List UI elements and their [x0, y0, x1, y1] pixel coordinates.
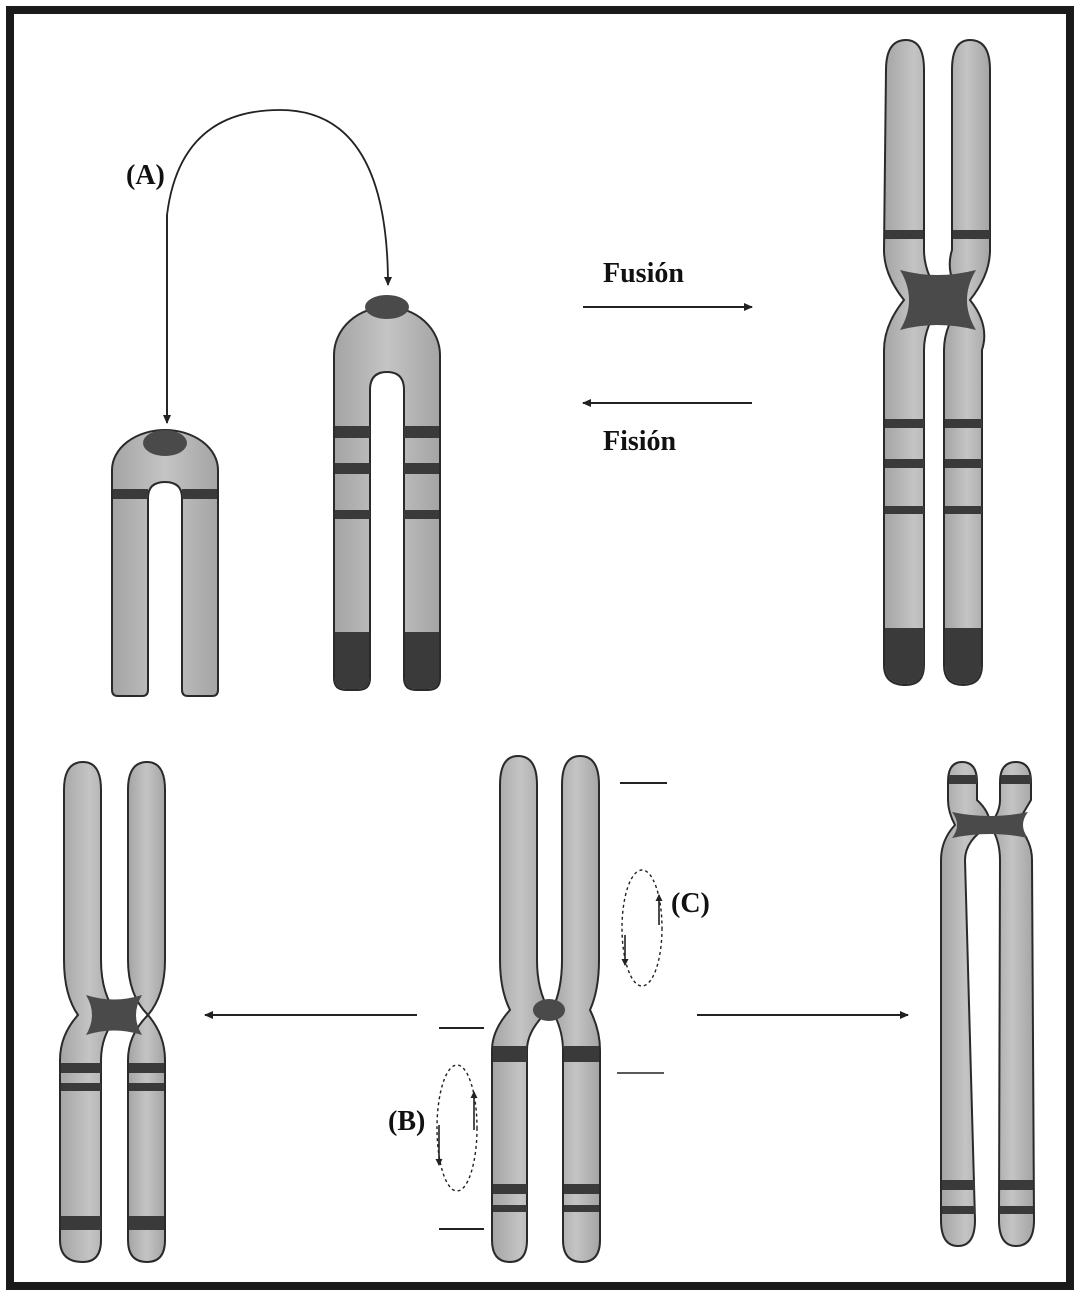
fusion-label: Fusión: [603, 258, 684, 289]
original-chromosome-center: [492, 756, 600, 1262]
label-b: (B): [388, 1106, 425, 1137]
label-a: (A): [126, 160, 165, 191]
inverted-chromosome-right: [941, 762, 1034, 1246]
inversion-loop-c: [622, 870, 662, 986]
large-acrocentric-chromosome: [334, 295, 440, 690]
centromere: [900, 270, 976, 330]
centromere: [365, 295, 409, 319]
fission-label: Fisión: [603, 426, 677, 457]
centromere: [533, 999, 565, 1021]
label-c: (C): [671, 888, 710, 919]
fused-metacentric-chromosome: [884, 40, 990, 685]
inverted-chromosome-left: [60, 762, 165, 1262]
centromere: [143, 430, 187, 456]
centromere: [86, 995, 142, 1035]
small-acrocentric-chromosome: [112, 430, 218, 696]
centromere: [952, 812, 1028, 838]
inversion-loop-b: [437, 1065, 477, 1191]
